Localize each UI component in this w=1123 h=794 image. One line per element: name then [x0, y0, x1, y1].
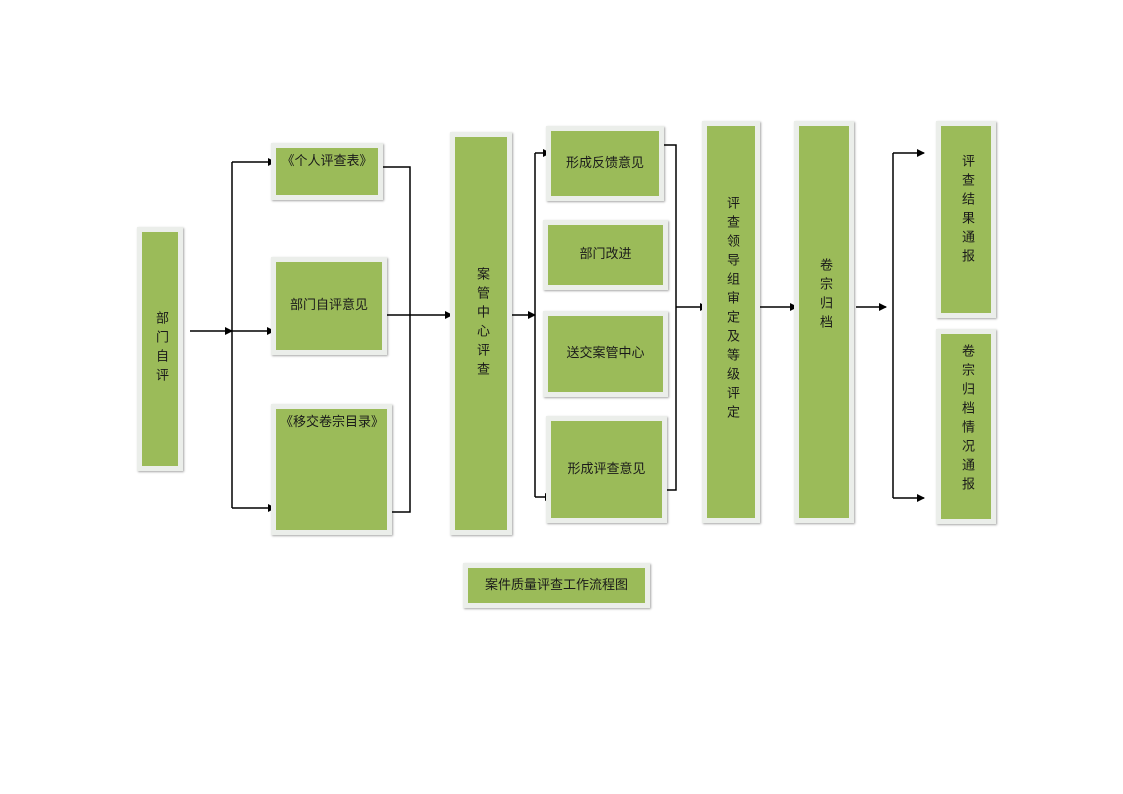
- node-file-archiving-label: 卷宗归档: [817, 258, 832, 334]
- node-review-opinion-label: 形成评查意见: [567, 461, 646, 477]
- node-feedback-opinion-label: 形成反馈意见: [565, 155, 644, 171]
- merge-line-2: [660, 144, 677, 491]
- node-result-report: 评查结果通报: [936, 121, 996, 318]
- node-transfer-file-catalog: 《移交卷宗目录》: [271, 404, 392, 535]
- node-archiving-report: 卷宗归档情况通报: [936, 329, 996, 524]
- diagram-caption: 案件质量评查工作流程图: [463, 563, 650, 608]
- node-dept-improvement-label: 部门改进: [579, 247, 632, 262]
- node-leader-group-grading-label: 评查领导组审定及等级评定: [724, 196, 739, 424]
- node-dept-self-eval-opinion: 部门自评意见: [271, 257, 387, 355]
- node-archiving-report-label: 卷宗归档情况通报: [959, 344, 974, 496]
- node-dept-self-eval-label: 部门自评: [153, 311, 168, 387]
- node-case-mgmt-center-review: 案管中心评查: [450, 132, 512, 535]
- node-personal-eval-form-label: 《个人评查表》: [281, 154, 373, 169]
- diagram-caption-label: 案件质量评查工作流程图: [484, 577, 628, 593]
- node-dept-self-eval: 部门自评: [137, 227, 183, 471]
- node-file-archiving: 卷宗归档: [794, 121, 854, 523]
- node-personal-eval-form: 《个人评查表》: [271, 143, 383, 200]
- node-result-report-label: 评查结果通报: [959, 154, 974, 268]
- node-feedback-opinion: 形成反馈意见: [546, 126, 664, 201]
- node-transfer-file-catalog-label: 《移交卷宗目录》: [280, 415, 385, 430]
- node-review-opinion: 形成评查意见: [546, 416, 667, 523]
- node-leader-group-grading: 评查领导组审定及等级评定: [702, 121, 760, 523]
- node-case-mgmt-center-review-label: 案管中心评查: [474, 267, 489, 381]
- node-dept-self-eval-opinion-label: 部门自评意见: [289, 298, 368, 313]
- node-submit-to-center-label: 送交案管中心: [566, 346, 645, 361]
- merge-line-1: [381, 166, 411, 513]
- node-dept-improvement: 部门改进: [543, 220, 668, 290]
- node-submit-to-center: 送交案管中心: [543, 311, 668, 397]
